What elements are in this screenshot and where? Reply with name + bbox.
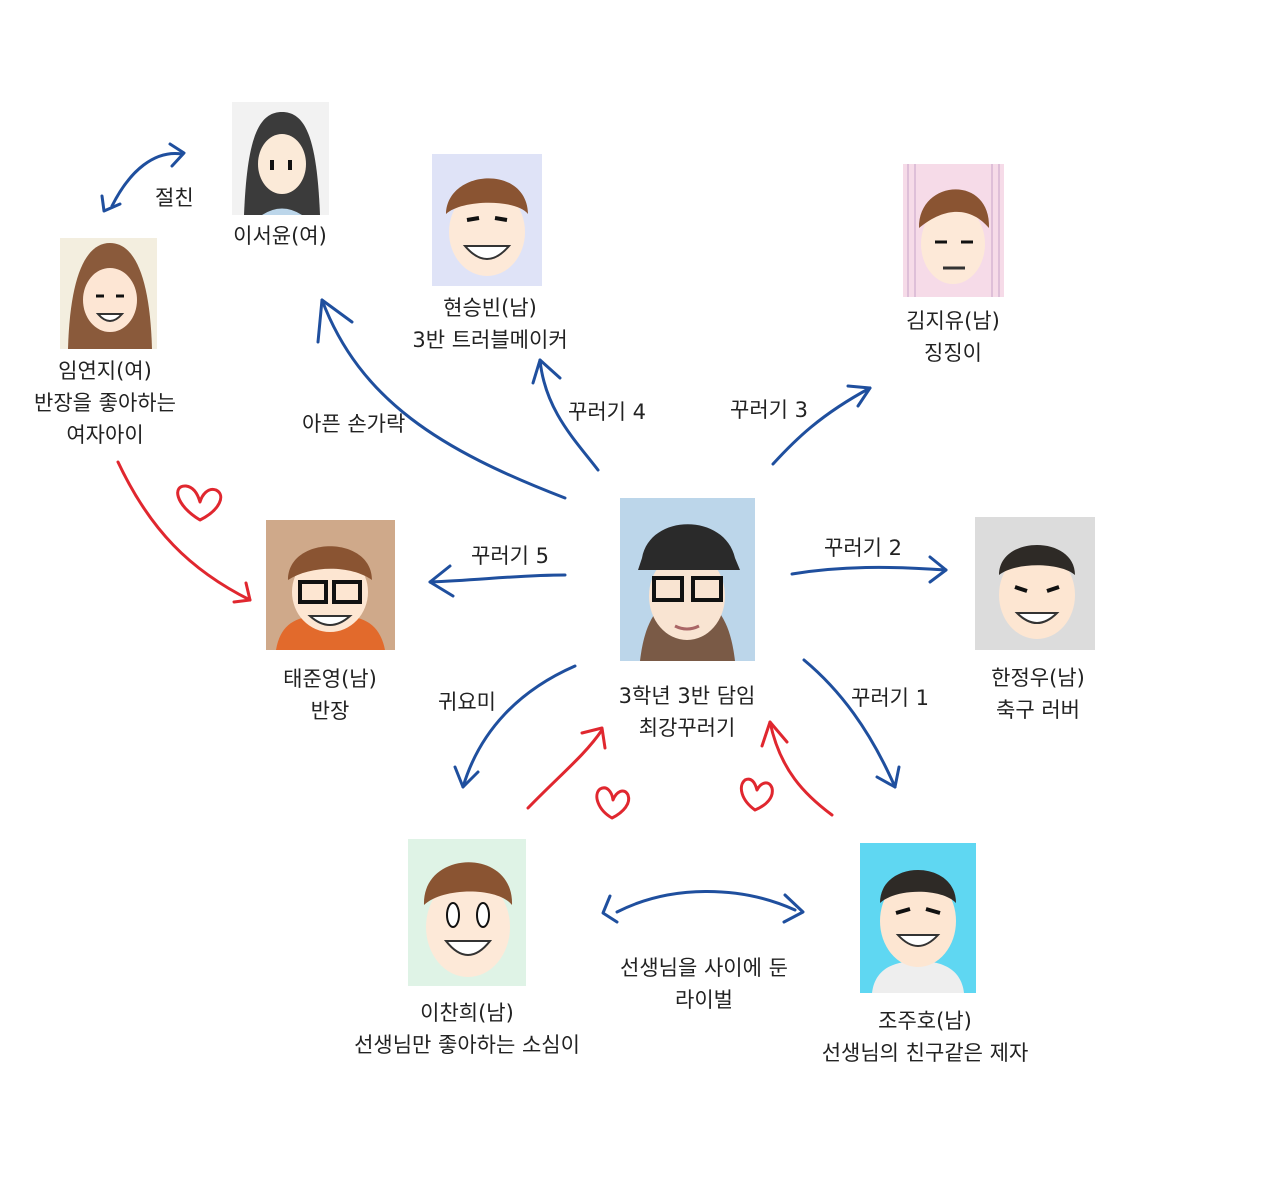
junyoung-name: 태준영(남)	[283, 667, 377, 691]
arrowhead	[601, 894, 619, 924]
jiyu-label: 김지유(남) 징징이	[878, 305, 1028, 369]
jiyu-role: 징징이	[924, 341, 982, 365]
yeonji-name: 임연지(여)	[58, 359, 152, 383]
arrowhead	[760, 720, 789, 748]
edge-label-best-friend: 절친	[155, 186, 194, 210]
edge-label-sore-finger: 아픈 손가락	[302, 412, 406, 436]
edge-label-rivals-line2: 라이벌	[675, 988, 733, 1012]
yeonji-portrait	[60, 238, 157, 349]
arrow-ggureogi-5	[428, 573, 567, 584]
arrowhead	[316, 298, 354, 344]
arrowhead	[580, 726, 607, 750]
arrow-ggureogi-3	[771, 386, 872, 466]
arrowhead	[928, 555, 948, 584]
jiyu-name: 김지유(남)	[906, 309, 1000, 333]
arrow-ggureogi-4	[538, 358, 600, 472]
heart-icon	[595, 786, 631, 820]
edge-label-rivals: 선생님을 사이에 둔 라이벌	[604, 952, 804, 1016]
avatar	[232, 102, 329, 215]
juho-label: 조주호(남) 선생님의 친구같은 제자	[800, 1005, 1050, 1069]
arrow-love-yeonji	[116, 460, 252, 602]
avatar	[266, 520, 395, 650]
seungbin-label: 현승빈(남) 3반 트러블메이커	[390, 292, 590, 356]
juho-portrait	[860, 843, 976, 993]
chanhee-portrait	[408, 839, 526, 986]
junyoung-role: 반장	[310, 699, 350, 723]
chanhee-label: 이찬희(남) 선생님만 좋아하는 소심이	[332, 997, 602, 1061]
juho-role: 선생님의 친구같은 제자	[821, 1041, 1029, 1065]
edge-label-ggureogi-2: 꾸러기 2	[824, 536, 902, 560]
edge-label-cutie: 귀요미	[438, 690, 496, 714]
arrow-ggureogi-2	[790, 565, 948, 576]
arrow-best-friend	[110, 152, 184, 208]
avatar	[60, 238, 157, 349]
jeongwoo-role: 축구 러버	[996, 698, 1080, 722]
jeongwoo-portrait	[975, 517, 1095, 650]
seoyun-portrait	[232, 102, 329, 215]
arrowhead	[168, 142, 186, 168]
jeongwoo-label: 한정우(남) 축구 러버	[958, 662, 1118, 726]
arrow-sore-finger	[320, 298, 567, 500]
teacher-label: 3학년 3반 담임 최강꾸러기	[587, 680, 787, 744]
arrowhead	[453, 765, 480, 789]
seungbin-name: 현승빈(남)	[443, 296, 537, 320]
arrowhead	[846, 384, 872, 408]
yeonji-role-2: 여자아이	[66, 423, 144, 447]
yeonji-role: 반장을 좋아하는	[34, 391, 176, 415]
arrowhead	[875, 765, 901, 789]
arrow-cutie	[461, 664, 577, 789]
edge-label-ggureogi-5: 꾸러기 5	[471, 544, 549, 568]
edge-label-ggureogi-3: 꾸러기 3	[730, 398, 808, 422]
avatar	[620, 498, 755, 661]
seungbin-role: 3반 트러블메이커	[412, 328, 568, 352]
edge-label-ggureogi-4: 꾸러기 4	[568, 400, 646, 424]
seungbin-portrait	[432, 154, 542, 286]
yeonji-label: 임연지(여) 반장을 좋아하는 여자아이	[10, 355, 200, 451]
arrowhead	[531, 358, 562, 385]
edge-label-rivals-line1: 선생님을 사이에 둔	[620, 956, 788, 980]
edge-label-ggureogi-1: 꾸러기 1	[851, 686, 929, 710]
seoyun-name: 이서윤(여)	[233, 224, 327, 248]
avatar	[903, 164, 1004, 297]
arrow-love-juho	[768, 720, 834, 817]
junyoung-label: 태준영(남) 반장	[255, 663, 405, 727]
avatar	[408, 839, 526, 986]
heart-icon	[739, 777, 774, 812]
junyoung-portrait	[266, 520, 395, 650]
juho-name: 조주호(남)	[878, 1009, 972, 1033]
arrow-love-chanhee	[526, 728, 604, 810]
teacher-name: 3학년 3반 담임	[618, 684, 756, 708]
seoyun-label: 이서윤(여)	[205, 220, 355, 252]
jeongwoo-name: 한정우(남)	[991, 666, 1085, 690]
avatar	[975, 517, 1095, 650]
arrowhead	[782, 893, 805, 924]
arrowhead	[232, 581, 252, 604]
teacher-role: 최강꾸러기	[638, 716, 736, 740]
arrowhead	[428, 564, 455, 598]
chanhee-name: 이찬희(남)	[420, 1001, 514, 1025]
avatar	[860, 843, 976, 993]
chanhee-role: 선생님만 좋아하는 소심이	[354, 1033, 580, 1057]
arrowhead	[100, 194, 122, 213]
heart-icon	[176, 484, 223, 522]
teacher-portrait	[620, 498, 755, 661]
avatar	[432, 154, 542, 286]
arrow-rivals	[615, 890, 797, 914]
jiyu-portrait	[903, 164, 1004, 297]
arrow-ggureogi-1	[802, 658, 897, 789]
